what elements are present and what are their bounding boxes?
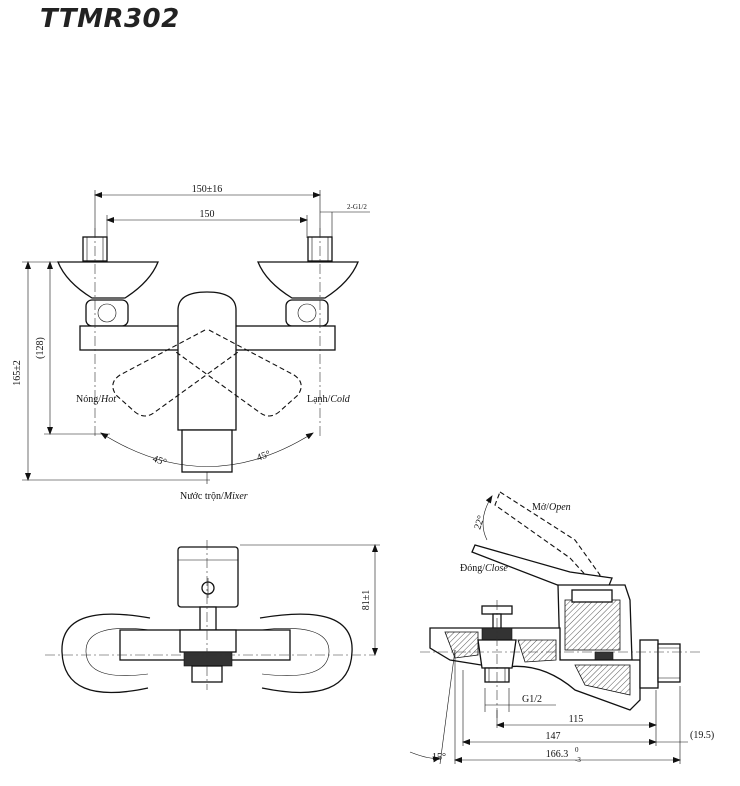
front-view: 81±1 <box>45 540 380 694</box>
label-close: Đóng/Close <box>460 563 508 574</box>
lever-cold-position <box>175 329 302 417</box>
dim-thread-label: 2-G1/2 <box>347 203 367 211</box>
lever-handle-top <box>177 291 237 431</box>
lever-angle-arc <box>482 495 493 541</box>
angle-lever: 22° <box>472 514 487 531</box>
dim-166: 166.3 <box>546 749 569 760</box>
cartridge-cap <box>571 589 613 603</box>
swing-arc <box>100 432 314 467</box>
cartridge-housing <box>179 629 237 653</box>
spout-hatch <box>444 631 479 659</box>
dim-thread-g12: G1/2 <box>522 694 542 705</box>
top-view: 150±16 150 2-G1/2 <box>12 184 370 502</box>
side-section-view: 22° Mở/Open Đóng/Close G1/2 <box>409 491 714 765</box>
label-open: Mở/Open <box>532 502 571 513</box>
lever-open-position <box>494 491 601 581</box>
inlet-thread <box>657 643 681 683</box>
aerator <box>183 651 233 667</box>
spout-angle-line <box>439 649 456 765</box>
dim-height: 165±2 <box>12 360 23 386</box>
dim-overall-width: 150±16 <box>192 184 223 195</box>
dim-height-ref: (128) <box>35 337 46 359</box>
lever-stem <box>199 606 217 631</box>
label-mixer: Nước trộn/Mixer <box>180 491 248 502</box>
angle-left: 45° <box>151 453 168 468</box>
dim-166-tol-lower: -3 <box>575 756 581 764</box>
hot-flange <box>57 261 159 299</box>
dim-147: 147 <box>546 731 561 742</box>
cartridge-section <box>564 599 621 651</box>
dim-front-height: 81±1 <box>361 590 372 611</box>
dim-19-5: (19.5) <box>690 730 714 741</box>
label-cold: Lạnh/Cold <box>307 394 351 405</box>
lever-hot-position <box>112 329 239 417</box>
cold-flange <box>257 261 359 299</box>
angle-right: 45° <box>255 449 272 464</box>
dim-center-width: 150 <box>200 209 215 220</box>
label-hot: Nóng/Hot <box>76 394 116 405</box>
dim-115: 115 <box>569 714 584 725</box>
angle-spout: 15° <box>432 752 446 763</box>
product-model-title: TTMR302 <box>40 4 180 34</box>
inlet-nut <box>639 639 659 689</box>
dim-166-tol-upper: 0 <box>575 746 579 754</box>
